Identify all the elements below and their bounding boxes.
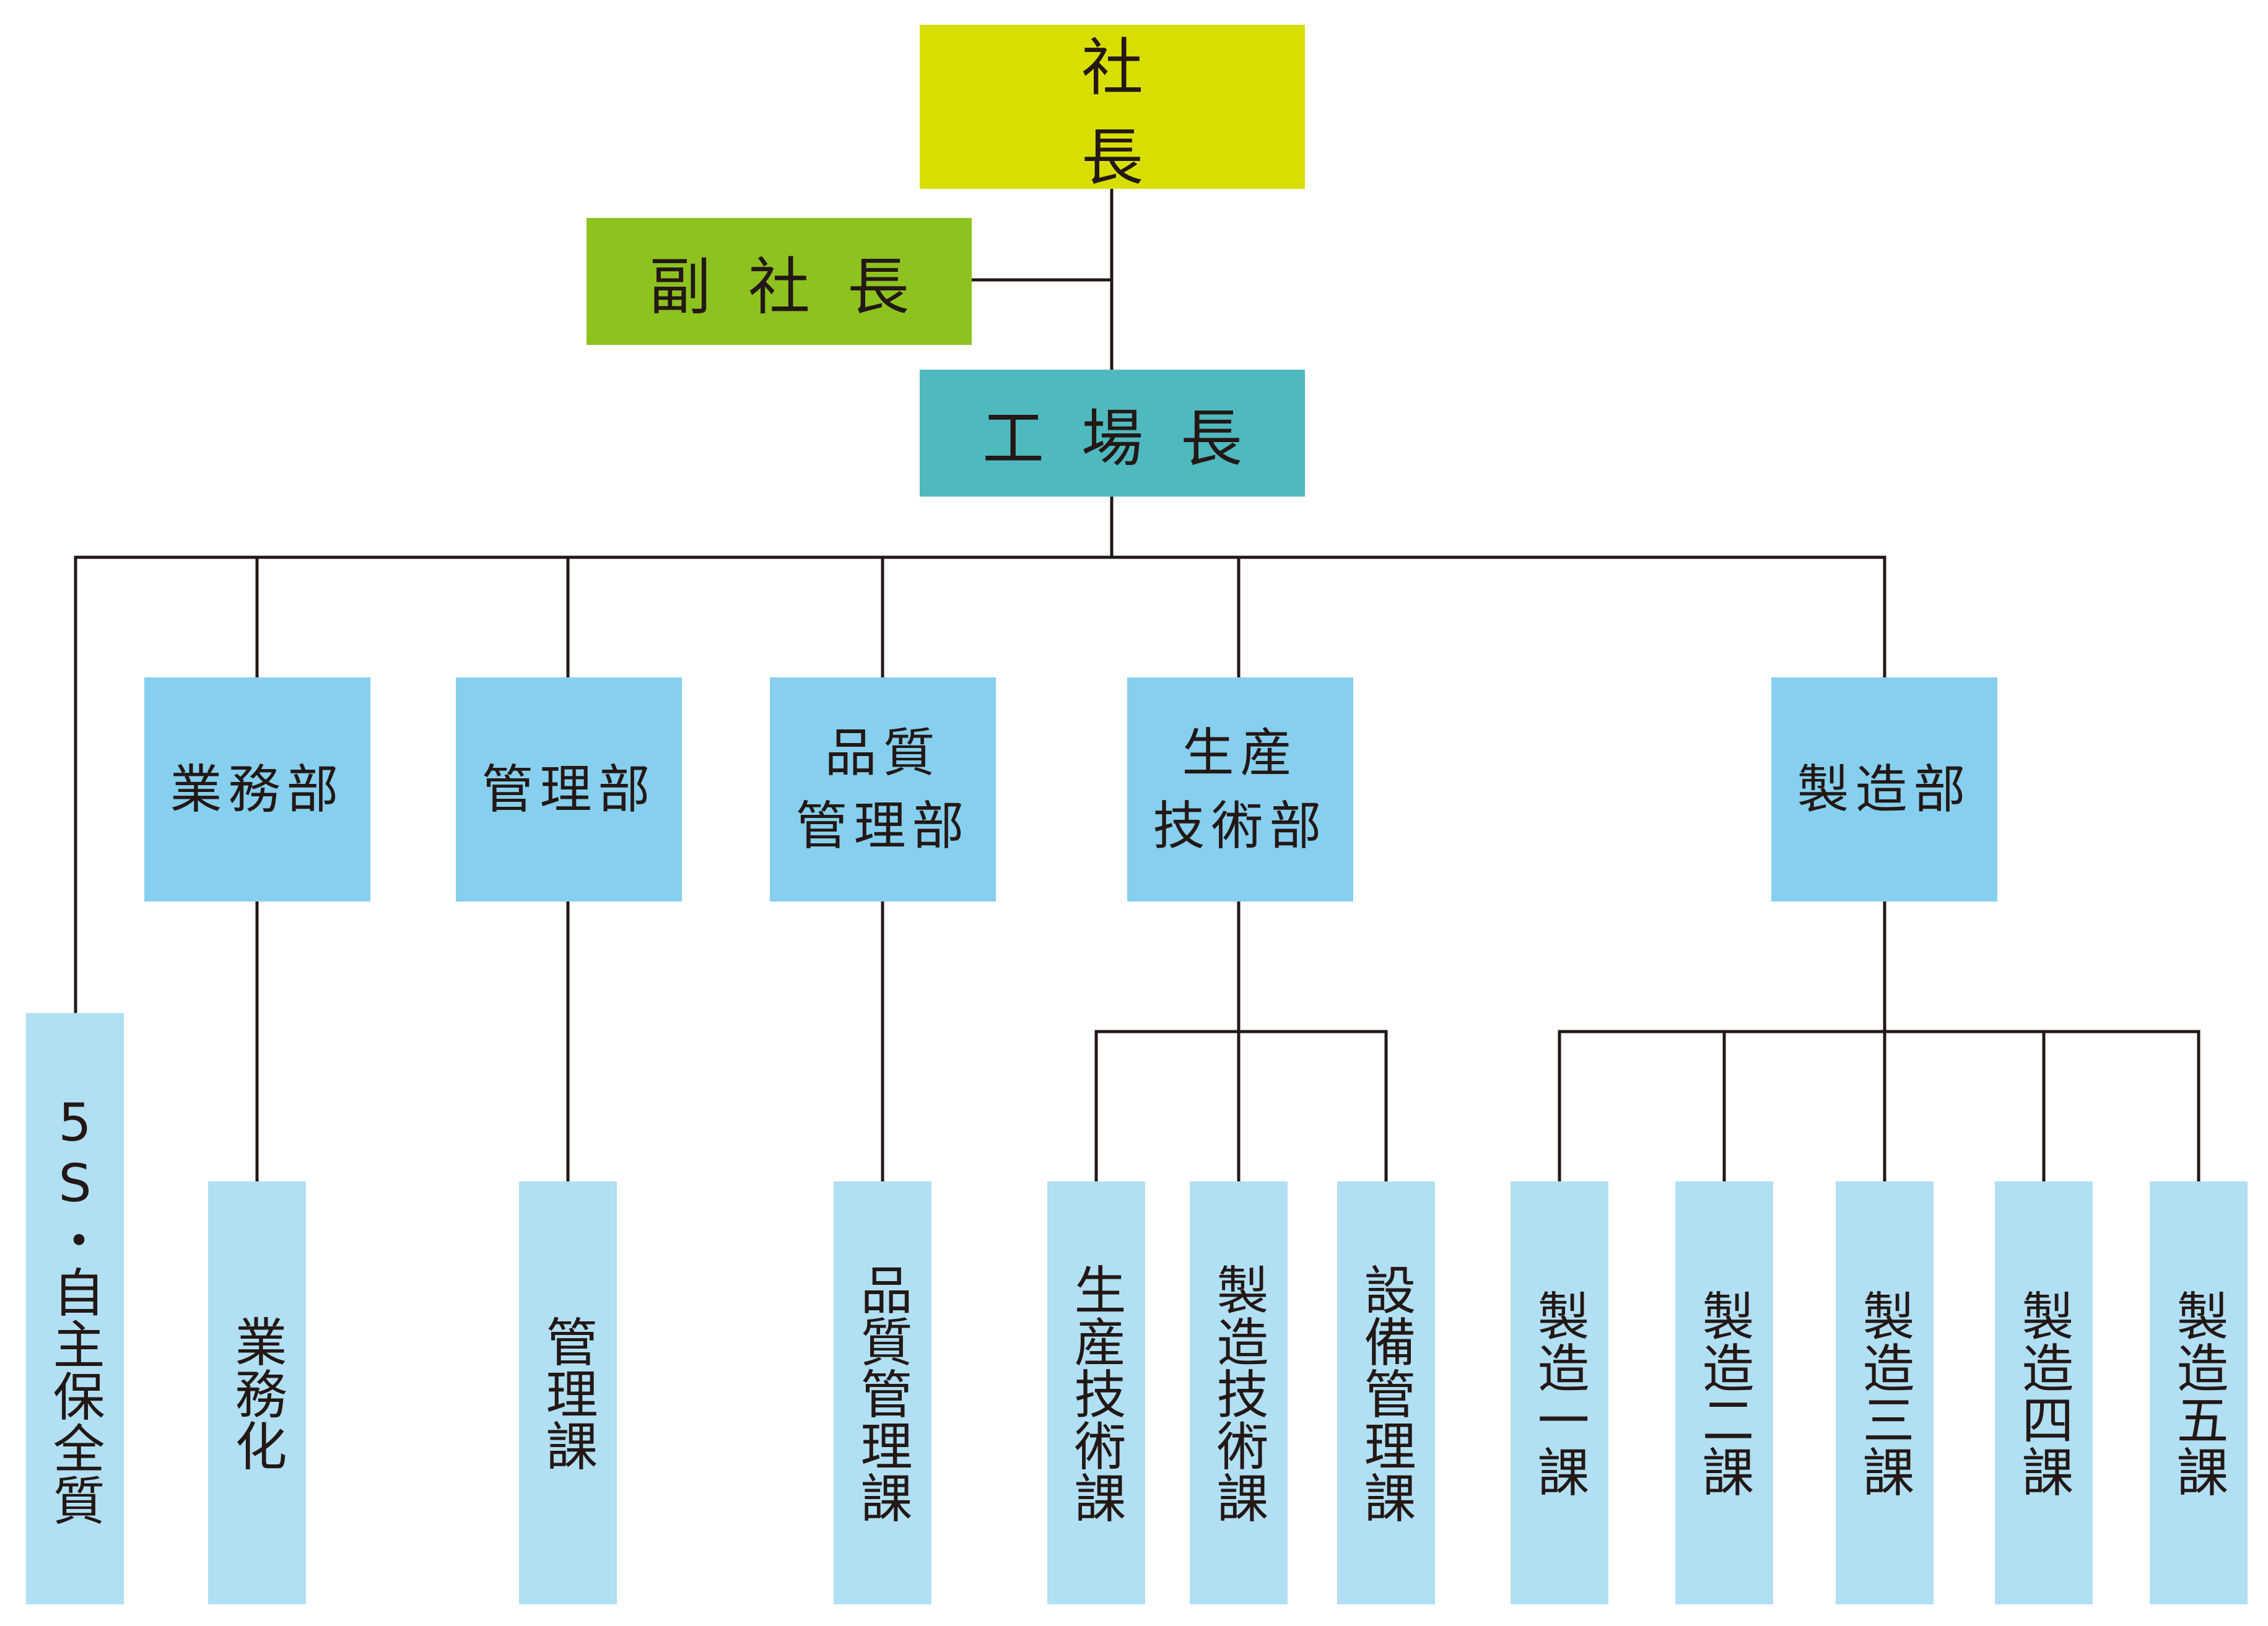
section-seizo-1-label: 製造一課 [1529, 1289, 1590, 1497]
dept-kanri: 管理部 [456, 677, 682, 902]
section-gyomuka-label: 業務化 [227, 1315, 287, 1471]
section-seizo-5: 製造五課 [2150, 1181, 2248, 1604]
dept-gyomu-label: 業務部 [170, 759, 345, 820]
section-5s: 5S・自主保全質 [26, 1013, 124, 1604]
factory-manager-label: 工場長 [982, 402, 1280, 475]
section-5s-label: 5S・自主保全質 [45, 1092, 105, 1526]
section-seizo-3-label: 製造三課 [1854, 1289, 1915, 1497]
section-setsubi-kanrika-label: 設備管理課 [1356, 1263, 1416, 1523]
dept-hinshitsu-kanri-label: 品質 管理部 [795, 723, 970, 856]
dept-seisan-gijutsu-label: 生産 技術部 [1153, 723, 1328, 856]
factory-manager-box: 工場長 [920, 370, 1305, 497]
dept-hinshitsu-kanri: 品質 管理部 [770, 677, 996, 902]
section-seisan-gijutsuka-label: 生産技術課 [1066, 1263, 1127, 1523]
section-seisan-gijutsuka: 生産技術課 [1047, 1181, 1145, 1604]
vice-president-box: 副社長 [587, 218, 972, 345]
dept-seisan-gijutsu: 生産 技術部 [1127, 677, 1353, 902]
section-seizo-3: 製造三課 [1836, 1181, 1934, 1604]
section-seizo-4-label: 製造四課 [2013, 1289, 2074, 1497]
section-seizo-2-label: 製造二課 [1694, 1289, 1755, 1497]
section-seizo-2: 製造二課 [1675, 1181, 1773, 1604]
section-seizo-1: 製造一課 [1511, 1181, 1608, 1604]
section-seizo-gijutsuka-label: 製造技術課 [1208, 1263, 1269, 1523]
section-hinshitsu-kanrika: 品質管理課 [834, 1181, 931, 1604]
section-seizo-4: 製造四課 [1995, 1181, 2093, 1604]
section-kanrika-label: 管理課 [538, 1315, 598, 1471]
dept-gyomu: 業務部 [144, 677, 370, 902]
section-kanrika: 管理課 [519, 1181, 617, 1604]
dept-kanri-label: 管理部 [481, 759, 656, 820]
ceo-label: 社 長 [1081, 31, 1391, 194]
dept-seizo-label: 製造部 [1797, 759, 1972, 820]
section-seizo-gijutsuka: 製造技術課 [1190, 1181, 1288, 1604]
ceo-box: 社 長 [920, 25, 1305, 194]
section-gyomuka: 業務化 [208, 1181, 306, 1604]
dept-seizo: 製造部 [1771, 677, 1997, 902]
vice-president-label: 副社長 [649, 251, 946, 323]
section-hinshitsu-kanrika-label: 品質管理課 [852, 1263, 913, 1523]
section-setsubi-kanrika: 設備管理課 [1337, 1181, 1435, 1604]
section-seizo-5-label: 製造五課 [2168, 1289, 2229, 1497]
